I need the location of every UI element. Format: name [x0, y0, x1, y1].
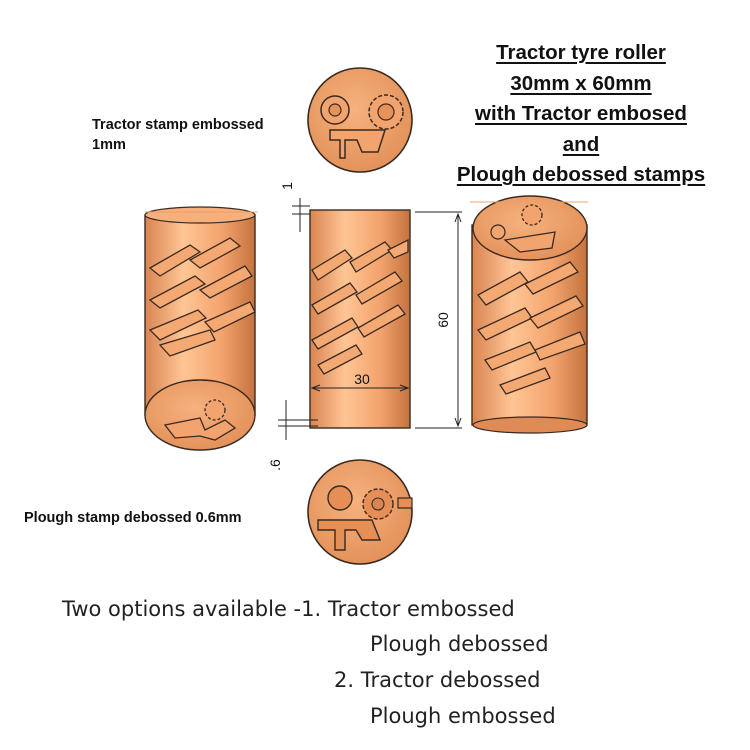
- tread-pattern-center: [311, 238, 409, 375]
- title-line-1: Tractor tyre roller: [496, 41, 666, 64]
- tread-pattern-right: [476, 261, 586, 395]
- tractor-icon: [320, 94, 404, 159]
- options-line-4: Plough embossed: [370, 704, 556, 728]
- roller-drawing: 1 60 30 .6: [144, 67, 588, 565]
- title-line-4: and: [562, 132, 600, 156]
- tractor-stamp-depth: 1mm: [92, 137, 126, 153]
- tractor-icon-right: [490, 204, 556, 253]
- options-line-1: Two options available -1. Tractor emboss…: [62, 597, 515, 621]
- title-line-5: Plough debossed stamps: [456, 163, 706, 186]
- plough-icon-left: [163, 399, 237, 441]
- tractor-stamp-label: Tractor stamp embossed: [92, 117, 264, 133]
- options-line-2: Plough debossed: [370, 632, 549, 656]
- tread-pattern-left: [148, 237, 256, 357]
- roller-front-view: [309, 209, 411, 429]
- title-block: Tractor tyre roller 30mm x 60mm with Tra…: [425, 38, 737, 191]
- tractor-stamp-callout: Tractor stamp embossed 1mm: [92, 115, 264, 155]
- plough-stamp-callout: Plough stamp debossed 0.6mm: [24, 508, 242, 528]
- plough-stamp-disc: [307, 459, 413, 565]
- dimension-lines: [278, 198, 462, 440]
- dim-deboss-depth: .6: [267, 459, 283, 471]
- plough-icon: [317, 485, 413, 551]
- roller-right-view: [471, 195, 588, 434]
- dim-height: 60: [435, 312, 451, 328]
- title-line-2: 30mm x 60mm: [510, 71, 652, 95]
- plough-stamp-label: Plough stamp debossed 0.6mm: [24, 510, 242, 526]
- options-line-3: 2. Tractor debossed: [334, 668, 541, 692]
- dim-emboss-depth: 1: [279, 182, 295, 190]
- dim-diameter: 30: [354, 371, 370, 387]
- title-line-3: with Tractor embosed: [475, 102, 687, 125]
- roller-left-view: [144, 206, 256, 451]
- tractor-stamp-disc: [307, 67, 413, 173]
